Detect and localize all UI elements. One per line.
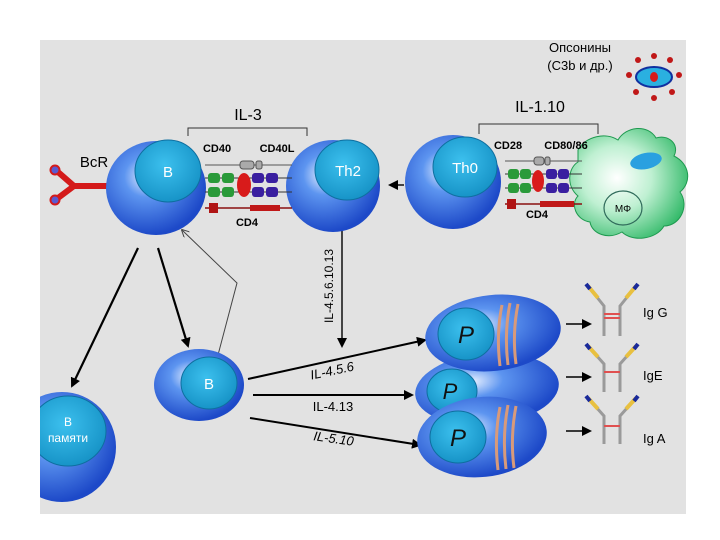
endoplasmic-reticulum-icon <box>496 302 520 367</box>
b-cell: BcR B <box>49 139 206 235</box>
arrows <box>70 180 592 449</box>
memory-label-line2: памяти <box>48 431 88 445</box>
plasma-cell-igg: P <box>425 294 561 372</box>
th0-cell: Th0 <box>405 135 501 229</box>
arrow-il510 <box>249 417 422 449</box>
antibody-igg-icon <box>584 282 640 336</box>
il510-label: IL-5.10 <box>313 428 356 449</box>
th0-label: Th0 <box>452 160 478 177</box>
b-cell-label: B <box>163 164 173 181</box>
plasma-ige-label: P <box>443 379 458 404</box>
arrow-il456 <box>247 336 427 380</box>
cd28-label: CD28 <box>494 140 522 152</box>
th2-cell: Th2 <box>286 139 380 232</box>
arrow-to-memory <box>70 247 139 388</box>
activated-b-cell: B <box>154 349 244 421</box>
cd4-left-label: CD4 <box>236 217 259 229</box>
memory-label-line1: B <box>64 415 72 429</box>
cd4-right-label: CD4 <box>526 209 549 221</box>
synapse-b-th2: CD40 CD40L CD4 <box>203 143 295 229</box>
ige-label: IgE <box>643 368 663 383</box>
iga-label: Ig A <box>643 431 666 446</box>
plasma-igg-label: P <box>458 322 474 349</box>
opsonins-subtitle: (C3b и др.) <box>547 58 612 73</box>
antibody-ige-icon <box>584 342 640 392</box>
il110-bracket: IL-1.10 <box>478 99 599 134</box>
il-vertical-label: IL-4.5.6.10.13 <box>322 249 336 323</box>
il3-label: IL-3 <box>234 107 262 124</box>
endoplasmic-reticulum-icon <box>494 404 518 471</box>
plasma-iga-label: P <box>450 425 466 452</box>
th2-label: Th2 <box>335 163 361 180</box>
feedback-line <box>182 230 238 356</box>
macrophage: MΦ <box>569 128 689 239</box>
activated-b-label: B <box>204 376 214 393</box>
il456-label: IL-4.5.6 <box>309 359 356 383</box>
synapse-th0-macrophage: CD28 CD80/86 CD4 <box>494 140 588 221</box>
bcr-label: BcR <box>80 154 109 171</box>
cd8086-label: CD80/86 <box>544 140 587 152</box>
memory-b-cell: B памяти <box>40 392 116 502</box>
il413-label: IL-4.13 <box>313 399 353 414</box>
arrow-to-activated-b <box>156 247 191 348</box>
bcr-receptor-icon <box>49 164 113 206</box>
il3-bracket: IL-3 <box>187 107 308 136</box>
plasma-cell-iga: P <box>417 396 547 478</box>
opsonin-particle-icon <box>626 53 682 101</box>
il110-label: IL-1.10 <box>515 99 565 116</box>
opsonins-title: Опсонины <box>549 40 611 55</box>
opsonin-group: Опсонины (C3b и др.) <box>547 40 682 101</box>
igg-label: Ig G <box>643 305 668 320</box>
cd40l-label: CD40L <box>260 143 295 155</box>
antibody-iga-icon <box>584 394 640 444</box>
macrophage-label: MΦ <box>615 204 631 215</box>
cd40-label: CD40 <box>203 143 231 155</box>
